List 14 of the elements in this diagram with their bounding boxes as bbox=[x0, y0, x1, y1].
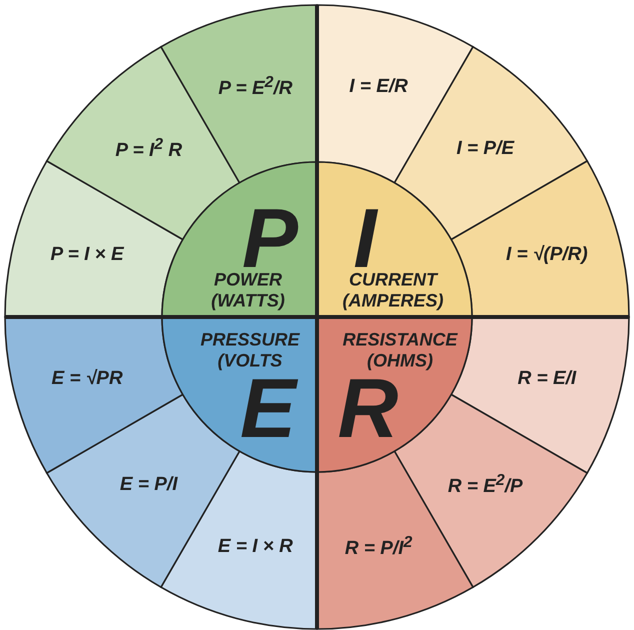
formula-text: E = √PR bbox=[52, 368, 123, 390]
formula-text: R = P/I$^{2}$ bbox=[344, 534, 412, 560]
formula-text: R = E$^{2}$/P bbox=[448, 472, 523, 498]
formula-text: I = √(P/R) bbox=[506, 244, 588, 266]
formula-text: I = E/R bbox=[349, 76, 408, 98]
formula-text: P = I × E bbox=[50, 244, 124, 266]
formula-text: P = I$^{2}$ R bbox=[115, 136, 182, 162]
formula-text: R = E/I bbox=[518, 368, 576, 390]
formula-text: E = I × R bbox=[218, 536, 293, 558]
formula-text: I = P/E bbox=[456, 138, 514, 160]
formula-text: E = P/I bbox=[120, 474, 178, 496]
formula-text: P = E$^{2}$/R bbox=[218, 74, 292, 100]
quantity-label: CURRENT (AMPERES) bbox=[341, 269, 444, 311]
quantity-label: POWER (WATTS) bbox=[210, 269, 286, 311]
